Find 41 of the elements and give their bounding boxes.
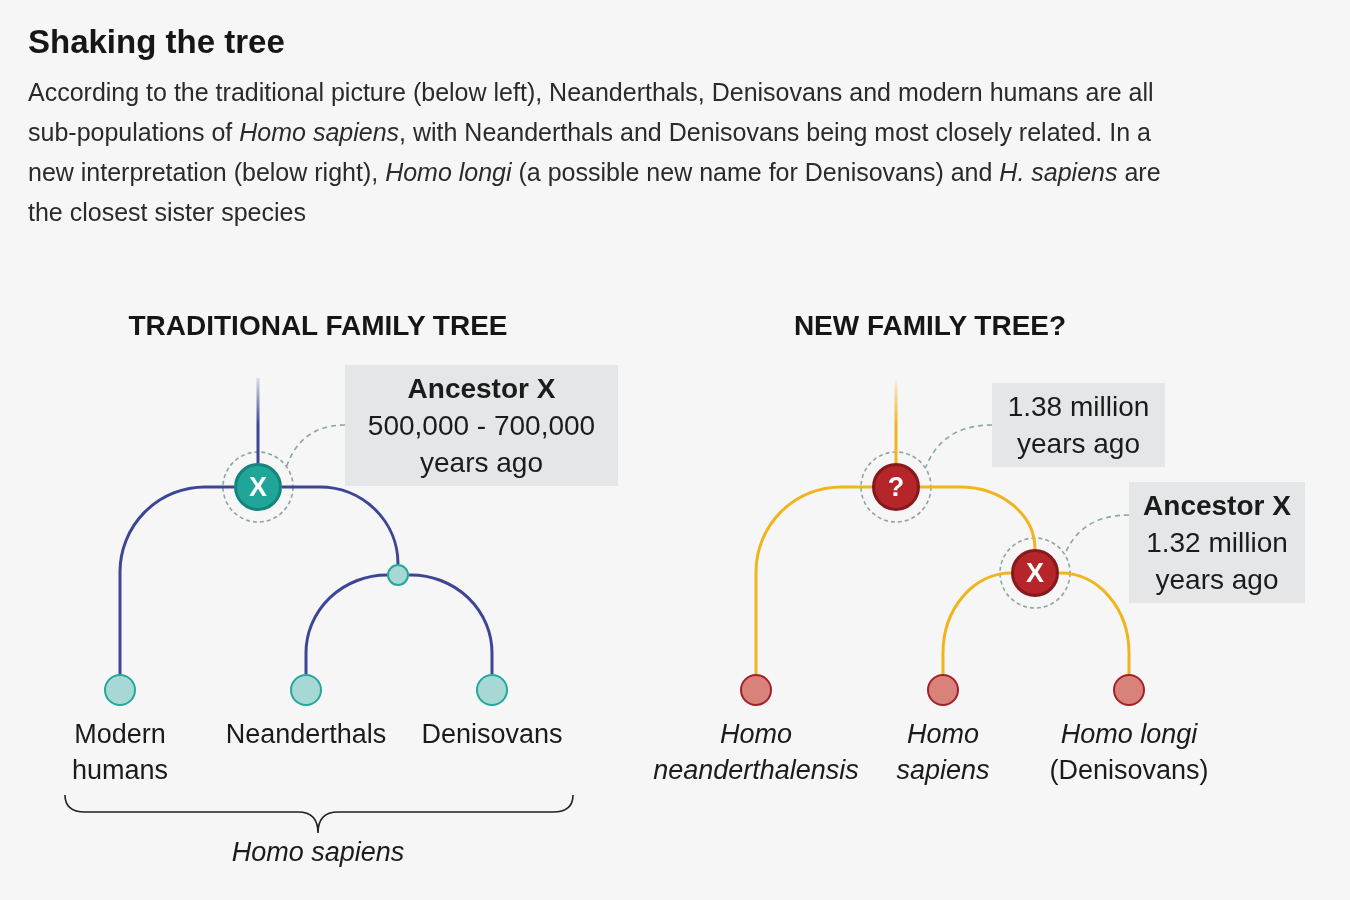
title: Shaking the tree [28,22,285,62]
leaf-node [290,674,322,706]
branch-line [1058,571,1131,674]
leader-line [924,424,993,469]
ancestor-node: X [1011,549,1059,597]
leaf-node [740,674,772,706]
branch-line [118,485,234,674]
branch-line [256,378,260,463]
leaf-node [927,674,959,706]
species-label: Neanderthals [224,718,388,751]
callout-text: 1.32 million years ago [1145,526,1289,597]
callout-heading: Ancestor X [1142,489,1292,523]
branch-line [754,485,872,674]
tree-heading: TRADITIONAL FAMILY TREE [127,309,509,343]
unknown-ancestor-node: ? [872,463,920,511]
species-label: Modern humans [70,718,170,787]
species-label: Homo longi (Denisovans) [1048,718,1210,787]
leaf-node [1113,674,1145,706]
species-label: Homo sapiens [895,718,991,787]
callout-box [992,383,1165,467]
callout-box [1129,482,1305,603]
ancestor-node: X [234,463,282,511]
group-label: Homo sapiens [230,836,406,869]
branch-line [941,571,1013,674]
branch-line [304,573,389,674]
species-label: Homo neanderthalensis [652,718,860,787]
intro-text: According to the traditional picture (below left), Neanderthals, Denisovans and modern humans are all sub-populations of Homo sapiens, with Neanderthals and Denisovans being most closely related. In a new interpretation (below right), Homo longi (a possible new name for Denisovans) and H. sapiens are the closest sister species [28,77,1162,228]
leader-line [285,424,346,468]
callout-heading: Ancestor X [406,372,557,406]
leaf-node [476,674,508,706]
leaf-node [104,674,136,706]
branch-line [920,485,1037,551]
species-label: Denisovans [420,718,564,751]
tree-heading: NEW FAMILY TREE? [792,309,1068,343]
callout-box [345,365,618,486]
branch-line [408,573,494,674]
branch-point [387,564,409,586]
callout-text: 500,000 - 700,000 years ago [366,409,597,480]
branch-line [282,485,400,566]
branch-line [894,380,898,463]
callout-text: 1.38 million years ago [1006,390,1151,461]
